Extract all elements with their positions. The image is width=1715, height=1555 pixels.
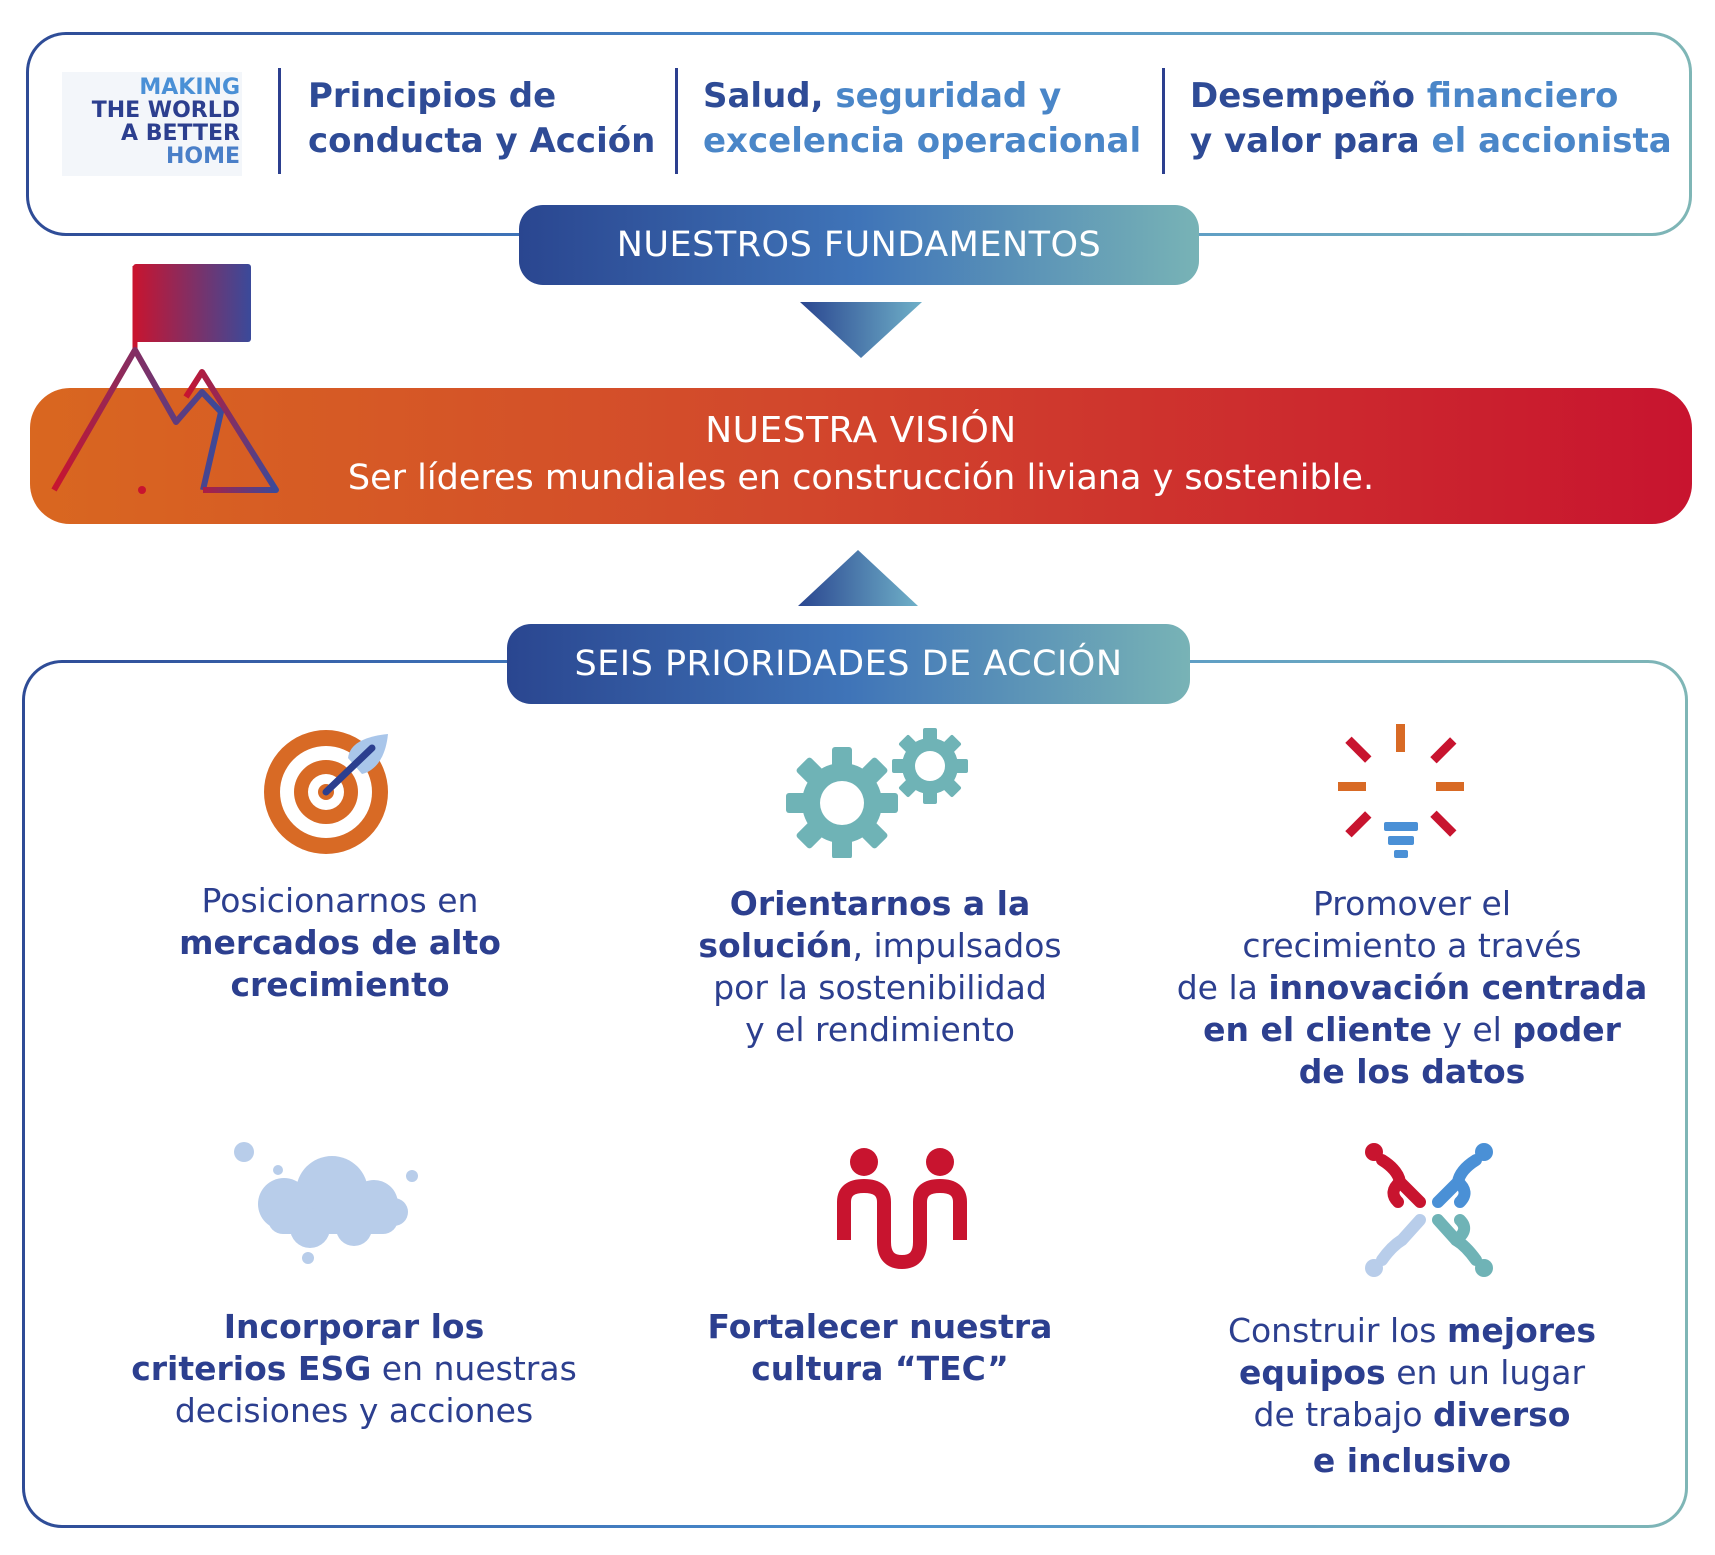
seis-prioridades-label: SEIS PRIORIDADES DE ACCIÓN (507, 624, 1190, 704)
mountain-flag-icon (51, 264, 279, 494)
prioridad-solucion: Orientarnos a la solución, impulsados po… (698, 884, 1062, 1049)
prioridad-mercados: Posicionarnos en mercados de alto crecim… (179, 881, 501, 1004)
making-the-world-a-better-home-logo: MAKING THE WORLD A BETTER HOME (62, 72, 242, 176)
pillar-salud-seguridad: Salud, seguridad y excelencia operaciona… (703, 76, 1142, 161)
prioridad-esg: Incorporar los criterios ESG en nuestras… (131, 1307, 577, 1430)
pillar-desempeno-financiero: Desempeño financiero y valor para el acc… (1190, 76, 1672, 161)
people-icon (837, 1148, 967, 1269)
arrow-down-icon (800, 302, 922, 358)
link-icon (1365, 1143, 1493, 1277)
pillar-separator (675, 68, 678, 174)
fundamentos-box (26, 32, 1692, 236)
pillar-principios: Principios de conducta y Acción (308, 76, 656, 161)
vision-title: NUESTRA VISIÓN (705, 410, 1017, 451)
prioridad-equipos: Construir los mejores equipos en un luga… (1227, 1311, 1597, 1480)
nuestros-fundamentos-label: NUESTROS FUNDAMENTOS (519, 205, 1199, 285)
arrow-up-icon (798, 550, 918, 606)
gears-icon (786, 728, 968, 858)
lightbulb-icon (1338, 724, 1464, 858)
vision-statement: Ser líderes mundiales en construcción li… (347, 458, 1375, 498)
pillar-separator (1162, 68, 1165, 174)
prioridad-cultura-tec: Fortalecer nuestra cultura “TEC” (707, 1307, 1053, 1388)
cloud-icon (234, 1142, 418, 1264)
prioridad-innovacion: Promover el crecimiento a través de la i… (1176, 884, 1648, 1091)
nuestra-vision-banner: NUESTRA VISIÓN Ser líderes mundiales en … (30, 388, 1692, 524)
pillar-separator (278, 68, 281, 174)
target-icon (264, 730, 388, 854)
